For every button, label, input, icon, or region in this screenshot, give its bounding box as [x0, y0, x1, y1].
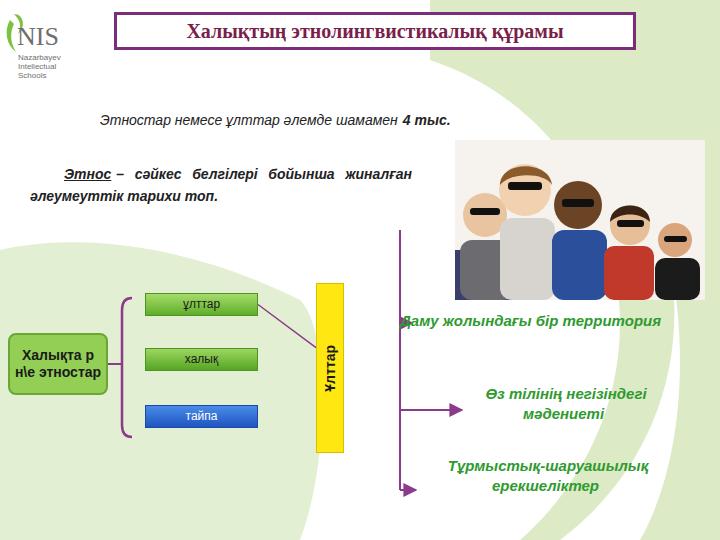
slide-title: Халықтың этнолингвистикалық құрамы	[186, 20, 563, 43]
feature-text-block: Даму жолындағы бір территория	[400, 312, 666, 329]
category-box: халық	[145, 348, 258, 371]
logo-text: NIS	[17, 22, 59, 51]
feature-text-block: Өз тілінің негізіндегі мәдениеті	[466, 384, 666, 423]
node-label: Халықта р н\е этностар	[14, 347, 102, 381]
nation-bar: Ұлттар	[316, 283, 344, 453]
bg-swirl	[0, 242, 323, 540]
title-box: Халықтың этнолингвистикалық құрамы	[114, 12, 636, 50]
feature-text: Тұрмыстық-шаруашылық ерекшеліктер	[448, 457, 649, 494]
definition-block: Этнос– сәйкес белгілері бойынша жиналған…	[30, 164, 412, 207]
branch-arrow	[400, 489, 416, 491]
branch-line	[399, 230, 401, 490]
logo-mark	[7, 20, 16, 52]
category-box: тайпа	[145, 405, 258, 428]
logo-subtext-block: Nazarbayev Intellectual Schools	[18, 53, 74, 81]
node-label: ұлттар	[183, 297, 220, 311]
bg-swirl	[430, 0, 720, 540]
children-photo	[455, 140, 705, 300]
group-box: Халықта р н\е этностар	[8, 333, 108, 395]
logo-subtext: Nazarbayev Intellectual Schools	[18, 53, 61, 80]
statement: Этностар немесе ұлттар әлемде шамамен	[100, 112, 398, 128]
feature-text: Өз тілінің негізіндегі мәдениеті	[485, 385, 646, 422]
category-box: ұлттар	[145, 293, 258, 316]
bracket	[122, 298, 132, 437]
connector-line	[258, 305, 316, 348]
definition: Этнос	[64, 166, 111, 182]
feature-text: Даму жолындағы бір территория	[400, 312, 661, 329]
statement-block: Этностар немесе ұлттар әлемде шамамен 4 т…	[100, 112, 456, 128]
node-label: Ұлттар	[322, 345, 339, 392]
node-label: халық	[185, 352, 218, 366]
statement: 4 тыс.	[403, 112, 451, 128]
bracket-stem	[108, 363, 122, 365]
logo-text-block: NIS	[17, 22, 64, 52]
branch-arrow	[400, 409, 462, 411]
node-label: тайпа	[186, 409, 218, 423]
feature-text-block: Тұрмыстық-шаруашылық ерекшеліктер	[418, 456, 678, 495]
